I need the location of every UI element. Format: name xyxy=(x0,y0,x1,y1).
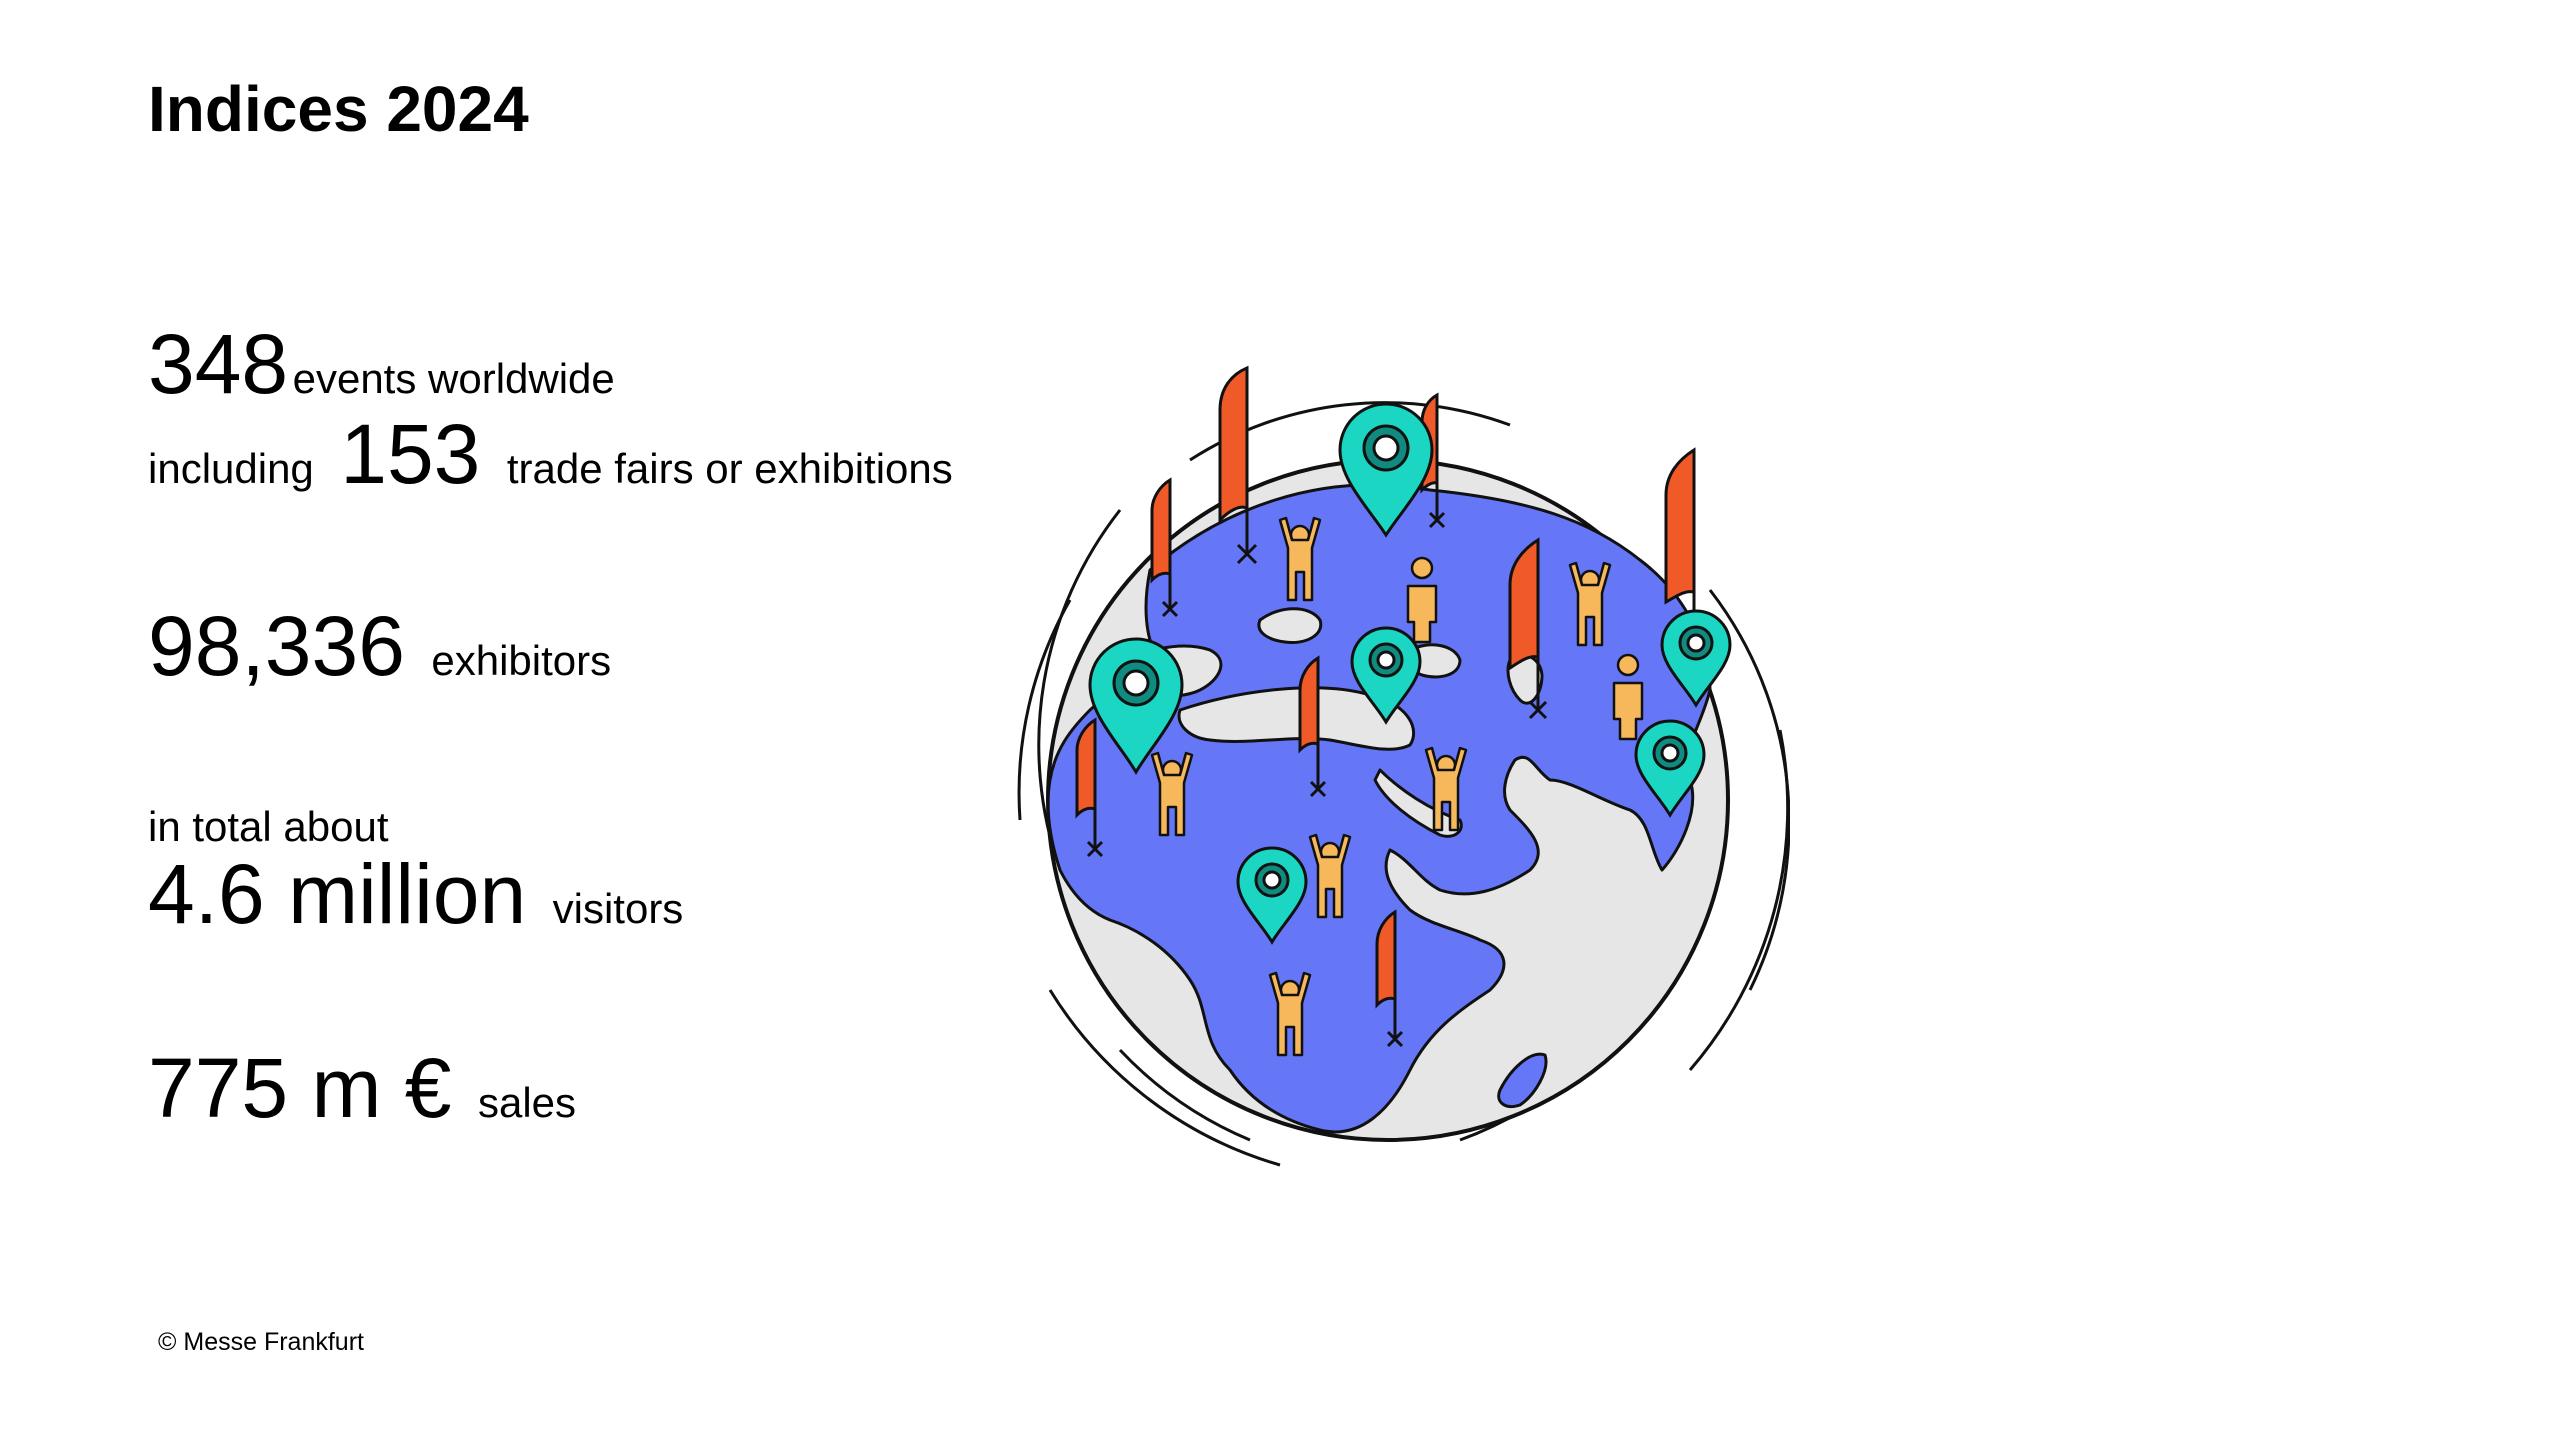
person-icon xyxy=(1406,556,1438,644)
events-label: events worldwide xyxy=(292,355,615,402)
location-pin-icon xyxy=(1338,402,1434,538)
visitors-label: visitors xyxy=(552,885,684,932)
person-icon xyxy=(1308,833,1352,919)
person-icon xyxy=(1278,516,1322,602)
trade-fairs-value: 153 xyxy=(340,407,481,501)
flag-icon xyxy=(1298,655,1327,798)
stat-sales: 775 m € sales xyxy=(148,1046,576,1130)
trade-fairs-prefix: including xyxy=(148,445,314,492)
trade-fairs-label: trade fairs or exhibitions xyxy=(506,445,953,492)
location-pin-icon xyxy=(1088,637,1184,775)
person-icon xyxy=(1612,653,1644,741)
location-pin-icon xyxy=(1236,846,1308,945)
visitors-prefix: in total about xyxy=(148,806,389,848)
stat-exhibitors: 98,336 exhibitors xyxy=(148,604,611,688)
stat-visitors: 4.6 million visitors xyxy=(148,852,683,936)
location-pin-icon xyxy=(1660,609,1732,708)
flag-markers xyxy=(1075,365,1704,1048)
copyright-footer: © Messe Frankfurt xyxy=(158,1328,364,1356)
exhibitors-value: 98,336 xyxy=(148,599,405,693)
flag-icon xyxy=(1150,477,1179,618)
location-pin-icon xyxy=(1350,626,1422,725)
sales-label: sales xyxy=(477,1079,577,1126)
flag-icon xyxy=(1075,717,1104,858)
sales-value: 775 m € xyxy=(148,1041,452,1135)
visitors-value: 4.6 million xyxy=(148,847,527,941)
people-markers xyxy=(1150,516,1644,1057)
events-value: 348 xyxy=(148,317,289,411)
visitors-prefix-text: in total about xyxy=(148,803,389,850)
stat-events: 348 events worldwide xyxy=(148,322,615,406)
continents xyxy=(1046,483,1712,1134)
globe-illustration xyxy=(990,350,1790,1180)
globe-icon xyxy=(1017,365,1790,1167)
flag-icon xyxy=(1375,909,1404,1048)
exhibitors-label: exhibitors xyxy=(431,637,612,684)
stat-trade-fairs: including 153 trade fairs or exhibitions xyxy=(148,412,953,496)
flag-icon xyxy=(1664,447,1704,660)
person-icon xyxy=(1424,746,1468,832)
person-icon xyxy=(1268,971,1312,1057)
person-icon xyxy=(1568,561,1612,647)
location-pins xyxy=(1088,402,1732,945)
location-pin-icon xyxy=(1634,719,1706,818)
person-icon xyxy=(1150,751,1194,837)
flag-icon xyxy=(1508,537,1548,720)
page-title: Indices 2024 xyxy=(148,73,529,145)
flag-icon xyxy=(1218,365,1258,565)
